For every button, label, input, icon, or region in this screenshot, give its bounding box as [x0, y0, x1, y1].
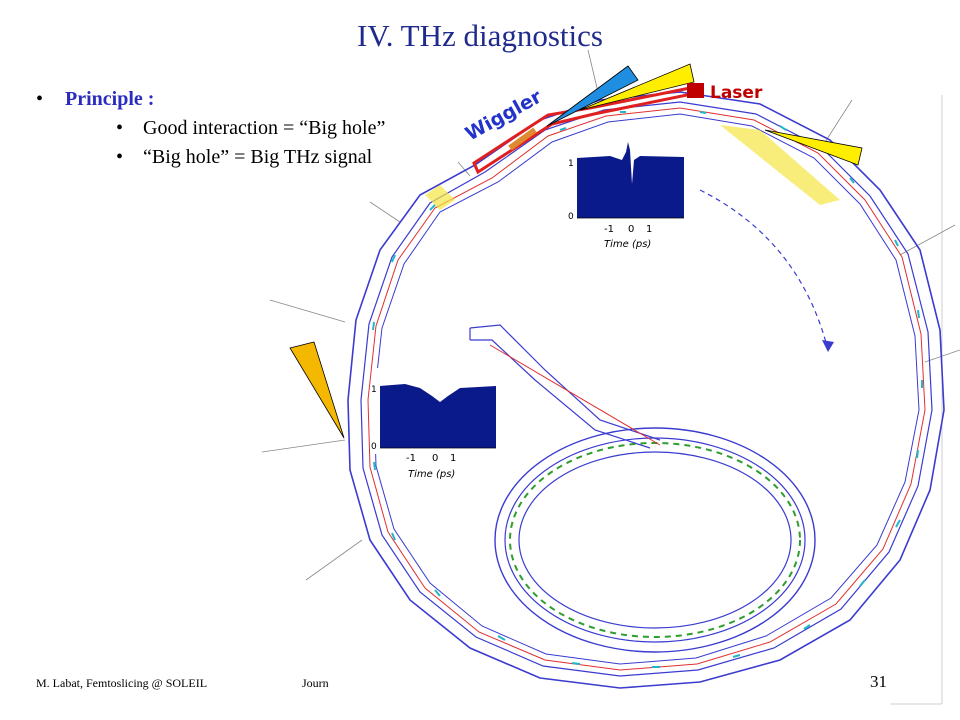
transfer-beam	[489, 344, 661, 446]
bullet-dot: •	[116, 146, 124, 168]
yellow-beam-patches	[425, 125, 840, 210]
inset-top-xtick: 0	[628, 224, 634, 235]
laser-marker	[687, 83, 704, 98]
inset-top: 1 0 -1 0 1 Time (ps)	[567, 140, 687, 250]
laser-label: Laser	[710, 83, 763, 103]
inset-top-xtick: 1	[646, 224, 652, 235]
bullet-list: • Principle : • Good interaction = “Big …	[36, 88, 385, 169]
inset-bottom-ytick: 1	[371, 385, 377, 395]
page-number: 31	[870, 672, 887, 691]
booster-ring	[494, 427, 816, 653]
inset-bottom-ytick: 0	[371, 442, 377, 452]
inset-bottom-signal	[380, 384, 496, 448]
bullet-item-text: Good interaction = “Big hole”	[143, 117, 386, 139]
footer-author: M. Labat, Femtoslicing @ SOLEIL	[36, 676, 208, 690]
inset-top-xlabel: Time (ps)	[604, 239, 651, 250]
bullet-dot: •	[116, 117, 124, 139]
inset-bottom-xlabel: Time (ps)	[408, 469, 455, 480]
bullet-dot: •	[36, 88, 44, 110]
bullet-principle: • Principle :	[36, 88, 385, 111]
inset-top-ytick: 1	[568, 159, 574, 169]
bullet-item-text: “Big hole” = Big THz signal	[143, 146, 373, 168]
inset-top-signal	[577, 142, 684, 218]
bullet-item: • Good interaction = “Big hole”	[116, 117, 385, 140]
beam-orbit	[367, 107, 926, 671]
yellow-beam-triangle	[579, 63, 695, 111]
inset-top-ytick: 0	[568, 212, 574, 222]
beamline-lines	[261, 49, 960, 581]
wiggler-magnet	[508, 127, 537, 151]
inset-bottom-xtick: -1	[406, 453, 416, 464]
bullet-principle-text: Principle :	[65, 88, 155, 110]
orange-beam-triangle	[289, 341, 345, 439]
inset-top-xtick: -1	[604, 224, 614, 235]
rotation-arrow	[699, 189, 829, 351]
bullet-item: • “Big hole” = Big THz signal	[116, 146, 385, 169]
magnet-markers	[372, 111, 923, 668]
inset-bottom-xtick: 1	[450, 453, 456, 464]
inset-bottom: 1 0 -1 0 1 Time (ps)	[371, 368, 500, 480]
slide-title: IV. THz diagnostics	[357, 18, 603, 53]
arrow-head	[822, 340, 834, 352]
footer-event: Journ	[302, 676, 329, 690]
blue-beam-triangle	[546, 65, 639, 127]
yellow-beam-triangle-right	[764, 129, 863, 166]
inset-bottom-xtick: 0	[432, 453, 438, 464]
transfer-line	[469, 324, 661, 449]
